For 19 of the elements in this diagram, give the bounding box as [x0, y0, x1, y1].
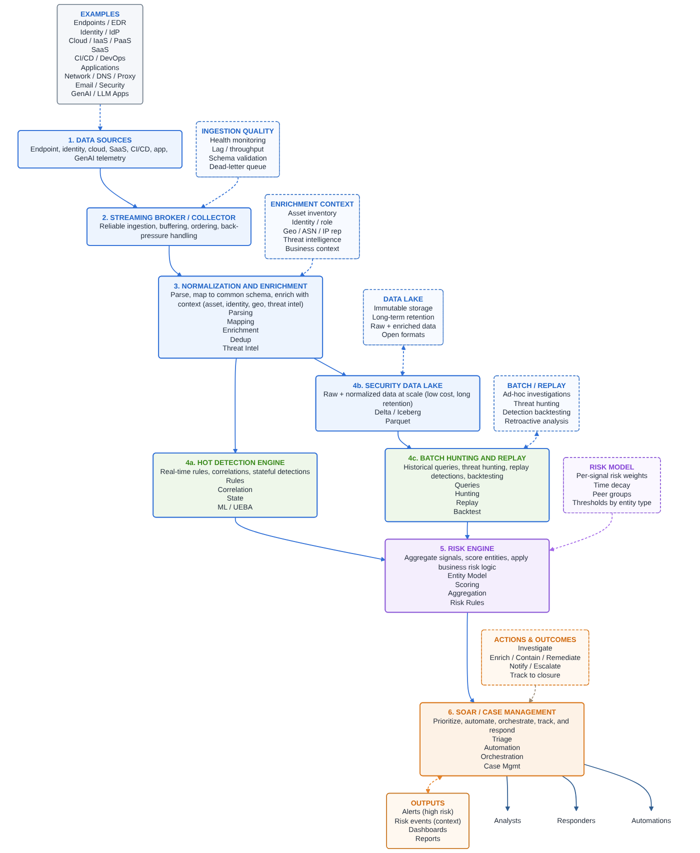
arrow — [200, 176, 239, 208]
arrow — [523, 431, 540, 450]
arrow — [549, 512, 613, 552]
arrow — [98, 104, 103, 132]
arrow — [314, 358, 347, 376]
arrow — [562, 776, 579, 812]
arrow — [100, 168, 138, 208]
arrow — [505, 776, 510, 812]
arrow — [168, 245, 182, 277]
arrow — [426, 776, 442, 794]
arrow — [398, 430, 412, 450]
arrow — [584, 764, 654, 812]
arrow — [466, 612, 474, 704]
arrow — [400, 345, 406, 376]
arrow — [234, 517, 386, 562]
arrow — [300, 258, 313, 277]
arrow — [528, 685, 536, 704]
arrow — [464, 522, 470, 540]
arrow — [232, 358, 238, 454]
